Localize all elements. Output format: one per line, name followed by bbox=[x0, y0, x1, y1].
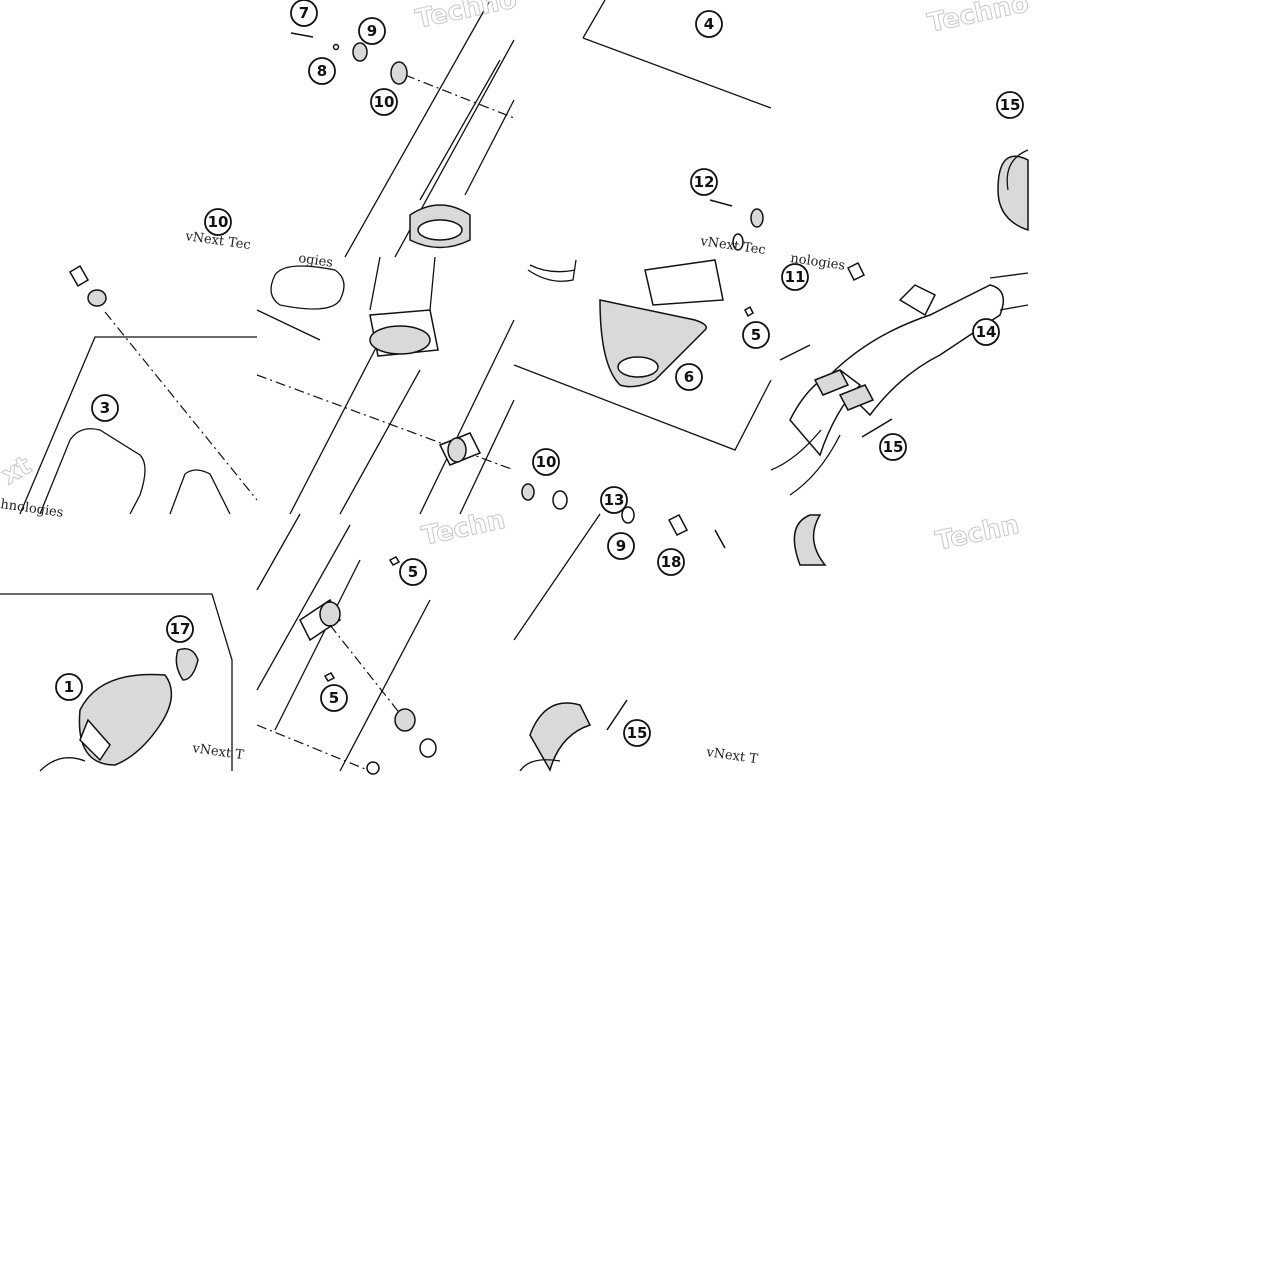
watermark: Techn bbox=[933, 510, 1022, 557]
svg-text:15: 15 bbox=[627, 724, 648, 742]
callout-14: 14 bbox=[972, 318, 1000, 346]
svg-text:5: 5 bbox=[408, 563, 418, 581]
callout-15: 15 bbox=[623, 719, 651, 747]
tile-r3c2 bbox=[256, 513, 437, 775]
watermark: xt bbox=[0, 450, 37, 491]
callout-5: 5 bbox=[320, 684, 348, 712]
watermark: vNext T bbox=[190, 741, 245, 763]
watermark: Techn bbox=[419, 505, 508, 552]
tile-r1c4 bbox=[997, 149, 1029, 232]
svg-text:5: 5 bbox=[751, 326, 761, 344]
callout-13: 13 bbox=[600, 486, 628, 514]
pipe-fragment-part bbox=[793, 514, 827, 566]
callout-8: 8 bbox=[308, 57, 336, 85]
spring-15-part-b bbox=[606, 699, 628, 731]
bolt-12-part bbox=[709, 199, 733, 207]
svg-text:6: 6 bbox=[684, 368, 694, 386]
svg-text:10: 10 bbox=[374, 93, 395, 111]
svg-text:9: 9 bbox=[367, 22, 377, 40]
callout-18: 18 bbox=[657, 548, 685, 576]
spring-15-part bbox=[997, 155, 1029, 232]
tile-r2c3 bbox=[513, 259, 772, 510]
callout-5: 5 bbox=[399, 558, 427, 586]
washer-9-part bbox=[352, 42, 368, 62]
watermark: Techno bbox=[925, 0, 1031, 39]
callout-6: 6 bbox=[675, 363, 703, 391]
svg-text:3: 3 bbox=[100, 399, 110, 417]
callout-15: 15 bbox=[996, 91, 1024, 119]
svg-text:9: 9 bbox=[616, 537, 626, 555]
tile-r3c1 bbox=[0, 593, 233, 772]
watermark: vNext Tec bbox=[183, 229, 251, 253]
svg-text:1: 1 bbox=[64, 678, 74, 696]
svg-text:14: 14 bbox=[976, 323, 997, 341]
svg-text:12: 12 bbox=[694, 173, 715, 191]
callout-9: 9 bbox=[358, 17, 386, 45]
callout-10: 10 bbox=[204, 208, 232, 236]
watermark: vNext T bbox=[704, 745, 759, 767]
svg-text:7: 7 bbox=[299, 4, 309, 22]
header-pipe-part bbox=[529, 702, 592, 772]
callout-4: 4 bbox=[695, 10, 723, 38]
svg-text:8: 8 bbox=[317, 62, 327, 80]
heat-shield-part bbox=[644, 259, 724, 306]
grommet-part bbox=[394, 708, 416, 732]
callout-10: 10 bbox=[532, 448, 560, 476]
svg-text:4: 4 bbox=[704, 15, 714, 33]
bolt-7-part bbox=[290, 32, 314, 38]
tile-r3c4 bbox=[793, 514, 827, 566]
svg-text:18: 18 bbox=[661, 553, 682, 571]
svg-text:15: 15 bbox=[883, 438, 904, 456]
tile-r1c2 bbox=[290, 0, 515, 258]
tile-r2c1 bbox=[19, 264, 258, 515]
header-pipe-14-part bbox=[828, 284, 1005, 417]
callout-3: 3 bbox=[91, 394, 119, 422]
svg-text:10: 10 bbox=[208, 213, 229, 231]
clip-11-part bbox=[846, 261, 866, 282]
svg-text:17: 17 bbox=[170, 620, 191, 638]
grommet-10-part bbox=[390, 61, 408, 85]
callout-12: 12 bbox=[690, 168, 718, 196]
callout-11: 11 bbox=[781, 263, 809, 291]
callout-1: 1 bbox=[55, 673, 83, 701]
callout-5: 5 bbox=[742, 321, 770, 349]
watermark: hnologies bbox=[0, 497, 64, 521]
clip-18-part bbox=[667, 514, 689, 536]
outlet-pipe-end bbox=[270, 265, 345, 310]
callout-9: 9 bbox=[607, 532, 635, 560]
watermark: ogies bbox=[297, 251, 333, 271]
svg-text:15: 15 bbox=[1000, 96, 1021, 114]
callout-10: 10 bbox=[370, 88, 398, 116]
watermark: Techno bbox=[413, 0, 519, 35]
tile-r3c3 bbox=[513, 506, 726, 772]
tile-r2c2 bbox=[256, 256, 515, 515]
callout-15: 15 bbox=[879, 433, 907, 461]
svg-text:10: 10 bbox=[536, 453, 557, 471]
seal-17-part bbox=[175, 648, 199, 681]
callout-7: 7 bbox=[290, 0, 318, 27]
tile-r1c3 bbox=[582, 0, 772, 251]
watermark: vNext Tec bbox=[698, 234, 766, 258]
washer-part bbox=[87, 289, 107, 307]
tile-r2c4 bbox=[770, 261, 1029, 496]
spring-part bbox=[779, 344, 811, 361]
callout-17: 17 bbox=[166, 615, 194, 643]
svg-text:13: 13 bbox=[604, 491, 625, 509]
clip-part bbox=[68, 264, 90, 288]
svg-text:11: 11 bbox=[785, 268, 806, 286]
svg-text:5: 5 bbox=[329, 689, 339, 707]
